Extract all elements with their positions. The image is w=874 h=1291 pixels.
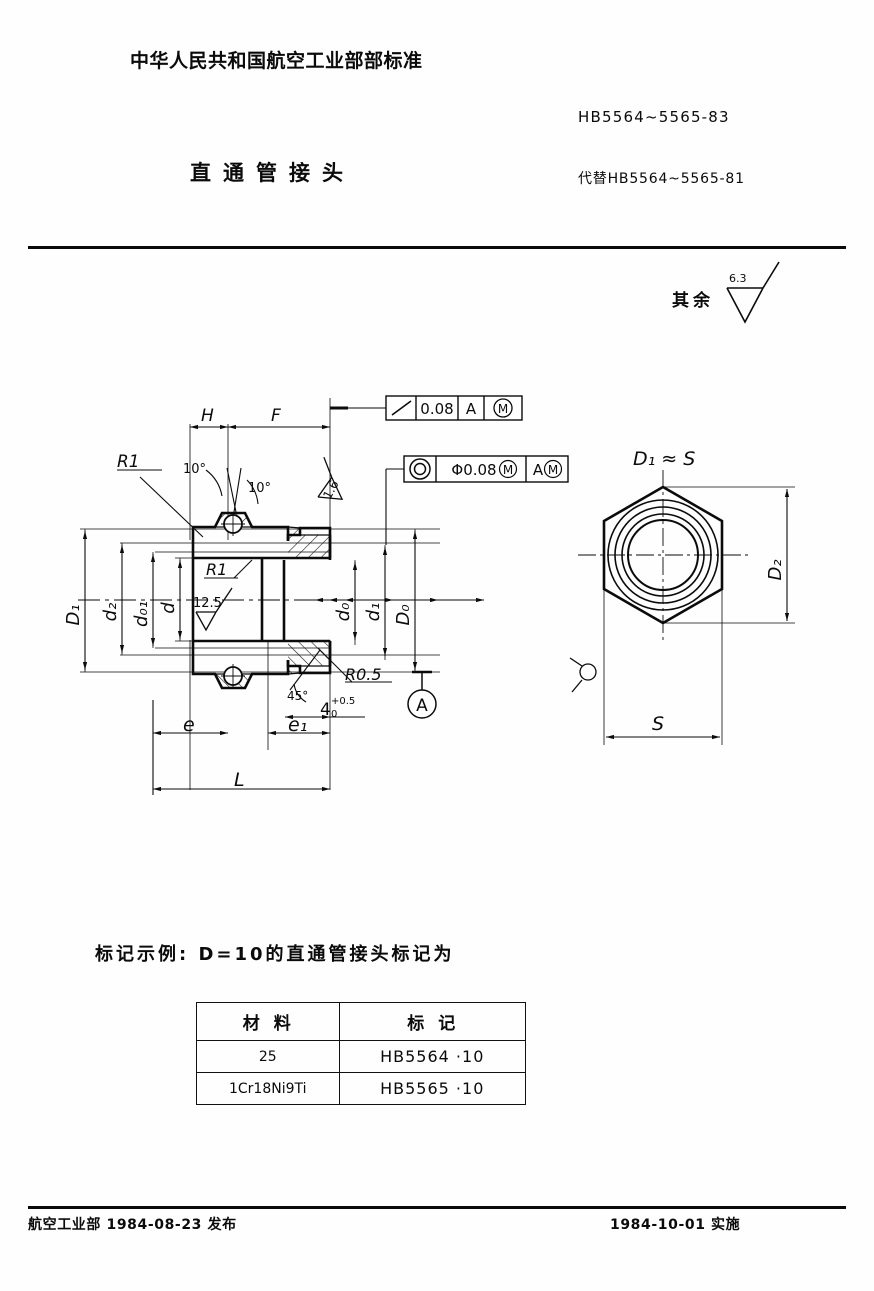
label-F: F <box>271 406 281 426</box>
dimension-e-e1-L <box>152 700 330 795</box>
label-R0p5: R0.5 <box>345 665 382 684</box>
label-d1: d₁ <box>363 603 384 622</box>
header-divider-rule <box>28 246 846 249</box>
oring-circle-lower <box>221 664 245 688</box>
roughness-12p5-icon <box>195 587 233 632</box>
dimension-right-group <box>315 531 484 670</box>
hex-label-D2: D₂ <box>765 559 786 580</box>
table-row: 25 HB5564 ·10 <box>196 1040 526 1073</box>
label-d01: d₀₁ <box>131 601 152 627</box>
table-header-row: 材料 标记 <box>196 1002 526 1041</box>
cell-material: 1Cr18Ni9Ti <box>196 1072 340 1105</box>
cell-material: 25 <box>196 1040 340 1073</box>
column-header-material: 材料 <box>196 1002 340 1041</box>
cell-mark: HB5565 ·10 <box>338 1072 526 1105</box>
label-L: L <box>234 769 245 791</box>
tolerance-frame-concentricity <box>385 455 569 545</box>
footer-issue-info: 航空工业部 1984-08-23 发布 <box>28 1217 237 1233</box>
label-roughness-12p5: 12.5 <box>193 596 222 611</box>
remainder-roughness-label: 其余 <box>672 291 714 311</box>
standard-replaces: 代替HB5564~5565-81 <box>578 171 745 187</box>
tolerance-frame-angularity <box>330 395 523 421</box>
tolerance-1-value: 0.08 <box>420 400 453 418</box>
label-chamfer-angle: 45° <box>287 689 308 703</box>
datum-a-symbol <box>407 670 437 719</box>
remainder-roughness-value: 6.3 <box>729 272 747 285</box>
label-angle-left: 10° <box>183 462 206 477</box>
leader-R1-inner <box>204 559 253 579</box>
standard-number: HB5564~5565-83 <box>578 108 730 126</box>
cell-mark: HB5564 ·10 <box>338 1040 526 1073</box>
tolerance-2-value: Φ0.08 <box>451 461 496 479</box>
document-title: 直通管接头 <box>190 161 355 185</box>
angle-indicators <box>205 467 259 513</box>
dimension-left-group <box>82 531 183 670</box>
label-H: H <box>201 406 214 426</box>
label-d2: d₂ <box>100 603 121 622</box>
label-D1: D₁ <box>63 604 84 625</box>
label-e1: e₁ <box>288 714 307 736</box>
marking-table: 材料 标记 25 HB5564 ·10 1Cr18Ni9Ti HB5565 ·1… <box>196 1002 526 1105</box>
label-e: e <box>183 714 195 736</box>
column-header-mark: 标记 <box>338 1002 526 1041</box>
label-dim4-upper: +0.5 <box>331 696 355 707</box>
drawing-labels: H F 10° 10° R1 R1 12.5 1.6 D₁ d₂ d₀₁ d d… <box>63 400 786 791</box>
label-d: d <box>158 602 179 614</box>
footer-effective-info: 1984-10-01 实施 <box>610 1217 741 1233</box>
marking-example-text: 标记示例: D=10的直通管接头标记为 <box>95 944 455 965</box>
tolerance-1-datum: A <box>466 400 477 418</box>
chamfer-leaders <box>289 647 392 703</box>
label-R1-inner: R1 <box>206 560 227 579</box>
leader-R1-outer <box>117 469 204 538</box>
table-row: 1Cr18Ni9Ti HB5565 ·10 <box>196 1072 526 1105</box>
roughness-1p6-icon <box>317 456 344 500</box>
tolerance-1-datum-modifier: M <box>498 402 508 416</box>
tolerance-2-datum: A <box>533 461 544 479</box>
hex-label-S: S <box>652 713 664 735</box>
label-dim4: 4 <box>320 700 331 720</box>
label-datum-a: A <box>416 696 428 716</box>
label-d0: d₀ <box>333 603 354 622</box>
tolerance-2-datum-modifier: M <box>548 463 558 477</box>
tolerance-2-value-modifier: M <box>503 463 513 477</box>
label-dim4-lower: 0 <box>331 709 337 720</box>
label-D0: D₀ <box>393 604 414 625</box>
organization-title: 中华人民共和国航空工业部部标准 <box>130 50 423 72</box>
hexagon-view <box>569 470 795 745</box>
oring-circle-upper <box>221 512 245 536</box>
footer-divider-rule <box>28 1206 846 1209</box>
section-hatching <box>214 512 330 689</box>
label-angle-right: 10° <box>248 481 271 496</box>
hex-note: D₁ ≈ S <box>633 448 695 470</box>
label-R1-outer: R1 <box>117 452 140 472</box>
